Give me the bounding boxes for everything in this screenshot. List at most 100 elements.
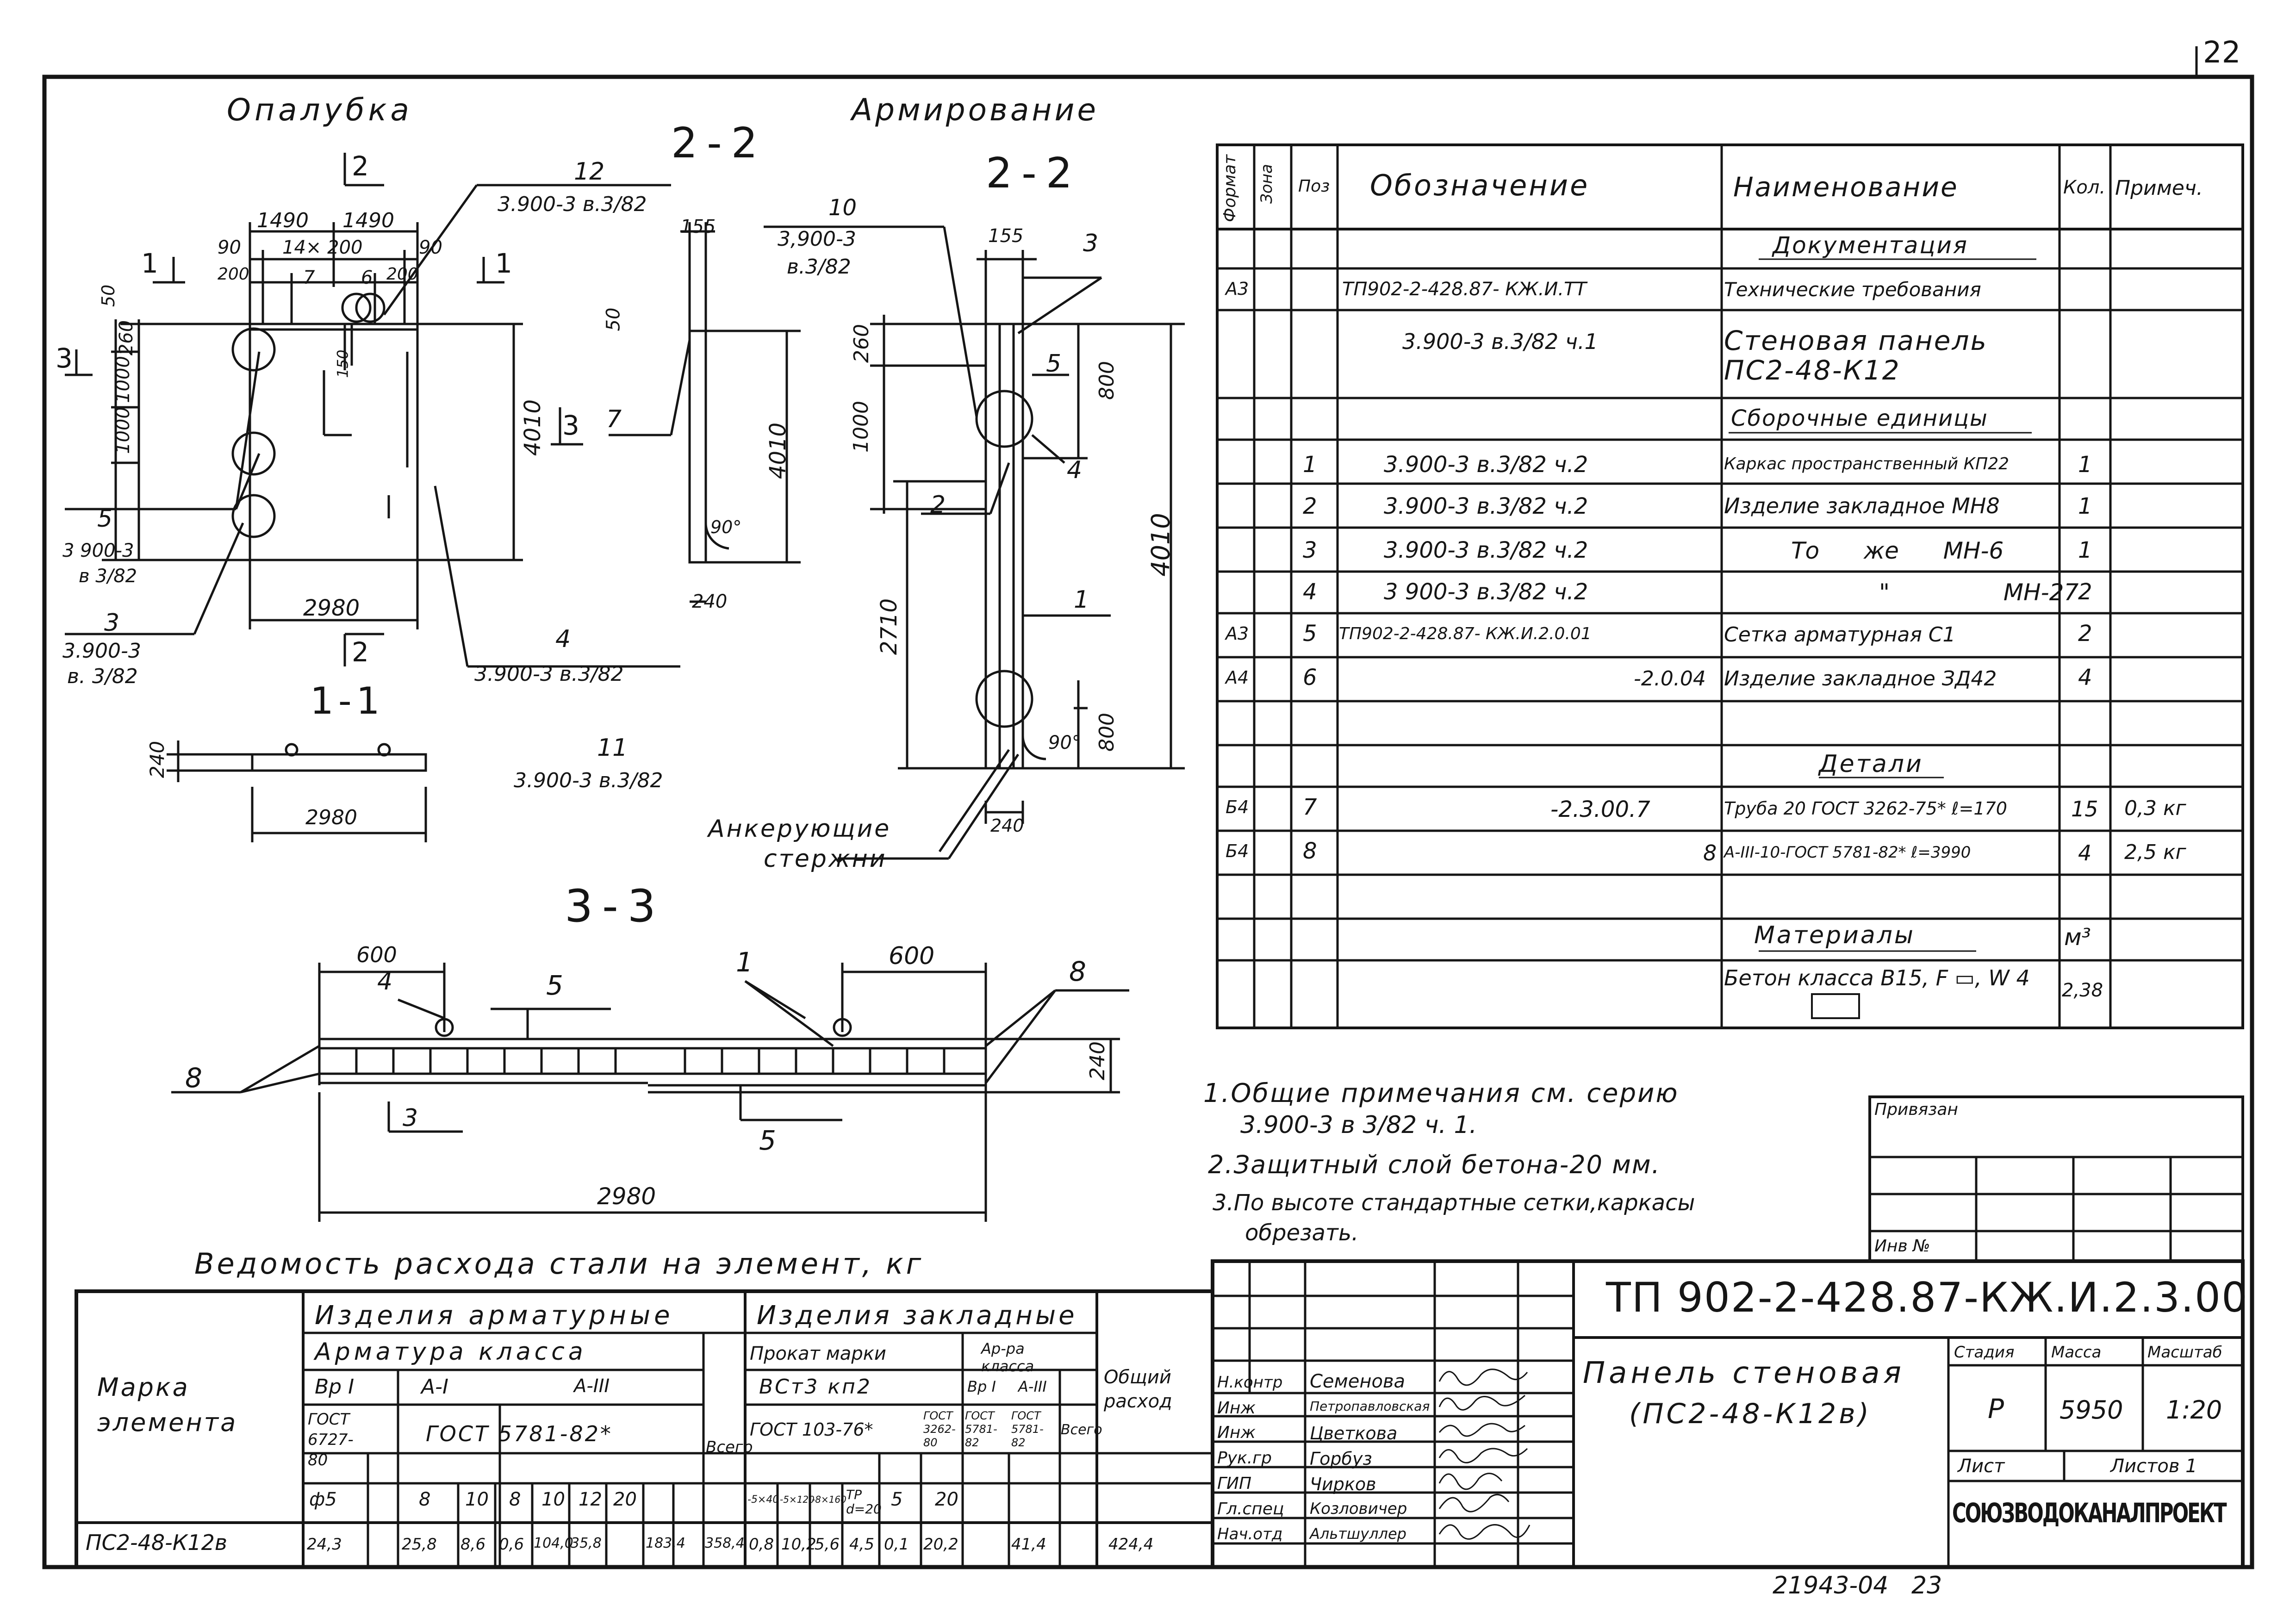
dim-14x200: 14× 200	[282, 237, 363, 258]
stamp-role: Инж	[1217, 1423, 1256, 1442]
section-3-3-dim-240: 240	[1085, 1041, 1109, 1080]
dim-1000a: 1000	[112, 356, 134, 403]
dim-50: 50	[98, 284, 119, 307]
steel-value-cell: 10,2	[781, 1535, 816, 1554]
callout-11: 11	[597, 734, 628, 762]
spec-row-qty: 1	[2078, 493, 2092, 519]
steel-header-overall: Общий расход	[1104, 1367, 1172, 1412]
spec-row-format: А3	[1226, 623, 1249, 644]
spec-header-qty: Кол.	[2063, 177, 2106, 198]
reinforcement-callout-4: 4	[1067, 456, 1083, 484]
steel-header-vst: ВСт3 кп2	[759, 1375, 872, 1399]
steel-value-cell: 24,3	[307, 1535, 342, 1554]
dim-4010b: 4010	[765, 422, 791, 479]
section-3-3-callout-8b: 8	[1069, 956, 1086, 987]
steel-diam-cell: 20	[613, 1489, 637, 1510]
spec-row-designation: 3.900-3 в.3/82 ч.2	[1384, 493, 1588, 519]
section-1-1-title: 1-1	[310, 679, 385, 722]
reinforcement-section-title: 2-2	[986, 149, 1082, 198]
stamp-name: Чирков	[1310, 1474, 1376, 1494]
cut-mark-3-section: 3	[562, 410, 579, 441]
dim-155: 155	[680, 216, 716, 237]
stamp-name: Петропавловская	[1310, 1399, 1430, 1414]
section-1-1-dim-240: 240	[146, 740, 169, 778]
spec-row-designation: 3 900-3 в.3/82 ч.2	[1384, 579, 1588, 605]
spec-row-qty: 2	[2078, 579, 2092, 605]
reinforcement-dim-4010: 4010	[1146, 513, 1176, 577]
spec-row-qty: 2	[2078, 621, 2092, 647]
stamp-role: Н.контр	[1217, 1373, 1283, 1392]
section-3-3-dim-600a: 600	[356, 942, 397, 967]
stamp-header-mass: Масса	[2051, 1343, 2102, 1362]
spec-header-format: Формат	[1220, 154, 1239, 222]
steel-header-g5781b: ГОСТ 5781-82	[1011, 1409, 1044, 1449]
section-3-3-callout-8a: 8	[185, 1062, 202, 1094]
spec-row-format: А4	[1226, 667, 1249, 688]
dim-7: 7	[303, 267, 315, 288]
steel-value-cell: 41,4	[1011, 1535, 1046, 1554]
stamp-role: ГИП	[1217, 1474, 1252, 1493]
spec-row-name: Изделие закладное ЗД42	[1724, 667, 1997, 691]
spec-row-pos: 6	[1303, 665, 1317, 691]
spec-row-qty: 4	[2078, 840, 2092, 865]
signature-scribbles	[1438, 1369, 1531, 1540]
footer-page: 23	[1911, 1572, 1942, 1599]
steel-value-cell: 0,8	[749, 1535, 774, 1554]
spec-row-name: А-III-10-ГОСТ 5781-82* ℓ=3990	[1724, 843, 1971, 862]
section-3-3-callout-4: 4	[377, 968, 393, 996]
reinforcement-callout-10-ref-a: 3,900-3	[778, 227, 856, 251]
callout-3-ref-a: 3.900-3	[62, 639, 141, 663]
stamp-mass-value: 5950	[2060, 1395, 2123, 1425]
callout-4: 4	[555, 625, 571, 653]
steel-value-cell: 358,4	[705, 1535, 745, 1551]
spec-row-name: Каркас пространственный КП22	[1724, 454, 2010, 473]
callout-12-ref: 3.900-3 в.3/82	[498, 193, 647, 216]
section-3-3-callout-1: 1	[736, 946, 753, 978]
spec-row-designation: ТП902-2-428.87- КЖ.И.ТТ	[1342, 279, 1587, 300]
callout-5: 5	[97, 505, 113, 533]
spec-row-name: Технические требования	[1724, 278, 1981, 301]
note-3b: обрезать.	[1245, 1220, 1359, 1246]
section-1-1-dim-2980: 2980	[305, 806, 357, 829]
callout-5-ref-a: 3 900-3	[62, 540, 134, 561]
anchor-bars-label-a: Анкерующие	[708, 815, 891, 843]
reinforcement-dim-1000: 1000	[849, 401, 873, 453]
spec-row-name: Изделие закладное МН8	[1724, 493, 2000, 518]
spec-row-format: Б4	[1226, 841, 1249, 861]
spec-row-section: Документация	[1773, 232, 1968, 259]
binding-tied-label: Привязан	[1874, 1100, 1958, 1119]
stamp-name: Козловичер	[1310, 1500, 1407, 1518]
stamp-role: Рук.гр	[1217, 1449, 1272, 1468]
steel-value-cell: 20,2	[923, 1535, 958, 1554]
spec-row-designation: -2.3.00.7	[1550, 796, 1650, 822]
spec-row-pos: 2	[1303, 493, 1317, 519]
spec-header-zone: Зона	[1257, 164, 1276, 204]
dim-1000b: 1000	[112, 407, 134, 454]
reinforcement-dim-90: 90°	[1048, 732, 1081, 753]
cut-mark-2-top: 2	[352, 150, 369, 182]
reinforcement-dim-800b: 800	[1095, 713, 1119, 752]
steel-header-a3: А-III	[574, 1375, 610, 1397]
steel-header-g5781a: ГОСТ 5781-82	[965, 1409, 997, 1449]
steel-header-arm: Изделия арматурные	[315, 1300, 674, 1331]
anchor-bars-label-b: стержни	[764, 845, 887, 873]
spec-row-format: А3	[1226, 279, 1249, 299]
section-3-3-callout-5b: 5	[759, 1125, 776, 1156]
spec-row-pos: 1	[1303, 452, 1317, 478]
spec-row-name: Стеновая панель ПС2-48-К12	[1724, 325, 1988, 386]
dim-50b: 50	[603, 307, 624, 331]
steel-header-gost103: ГОСТ 103-76*	[750, 1419, 873, 1440]
steel-diam-cell: 5	[891, 1489, 903, 1510]
stamp-title-a: Панель стеновая	[1583, 1356, 1905, 1390]
stamp-role: Нач.отд	[1217, 1525, 1283, 1543]
steel-diam-cell: -5×40	[747, 1494, 779, 1506]
dim-150: 150	[334, 349, 352, 378]
note-1a: 1.Общие примечания см. серию	[1203, 1078, 1679, 1108]
steel-header-a3b: А-III	[1018, 1378, 1047, 1395]
sheet-number: 22	[2203, 36, 2241, 70]
spec-row-designation: 3.900-3 в.3/82 ч.1	[1402, 329, 1598, 354]
stamp-name: Семенова	[1310, 1371, 1406, 1392]
steel-header-emb: Изделия закладные	[757, 1300, 1077, 1331]
